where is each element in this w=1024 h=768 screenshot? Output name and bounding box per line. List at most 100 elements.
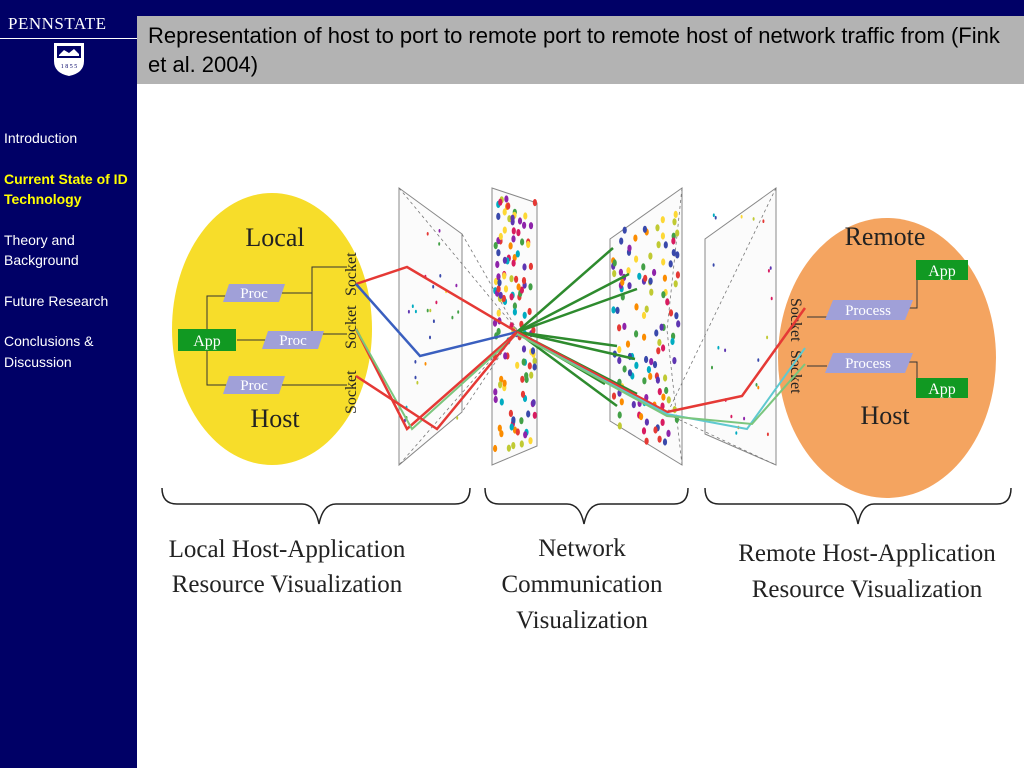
plane-dot: [532, 199, 537, 207]
remote-process-box-2: [825, 353, 913, 373]
nav-item-future-research[interactable]: Future Research: [4, 292, 109, 309]
plane-dot: [666, 396, 671, 404]
remote-socket-label-2: Socket: [787, 350, 804, 394]
plane-dot: [714, 215, 717, 220]
plane-dot: [622, 365, 627, 373]
plane-dot: [528, 283, 533, 291]
slide-content: Local Host App Proc Proc Proc Socket Soc…: [137, 84, 1024, 768]
plane-dot: [641, 311, 647, 319]
plane-dot: [622, 226, 627, 234]
sidebar: PENNSTATE 1 8 5 5 Introduction Current S…: [0, 0, 137, 768]
plane-dot: [649, 358, 654, 366]
plane-dot: [661, 344, 666, 352]
plane-dot: [676, 320, 681, 328]
nav-item-introduction[interactable]: Introduction: [4, 130, 78, 146]
plane-dot: [497, 279, 502, 287]
local-proc-label-1: Proc: [240, 286, 268, 302]
plane-dot: [456, 416, 459, 420]
plane-dot: [519, 286, 524, 294]
plane-dot: [735, 431, 738, 435]
plane-dot: [531, 399, 536, 407]
slide-header: Representation of host to port to remote…: [137, 16, 1024, 84]
plane-dot: [617, 411, 622, 419]
plane-dot: [617, 324, 622, 332]
plane-dot: [674, 312, 679, 320]
plane-dot: [661, 258, 666, 266]
plane-dot: [429, 308, 432, 313]
plane-dot: [504, 195, 509, 203]
plane-dot: [515, 361, 520, 369]
plane-dot: [666, 429, 671, 437]
plane-dot: [625, 340, 631, 348]
plane-dot: [656, 241, 661, 249]
plane-dot: [519, 440, 524, 448]
plane-dot: [426, 232, 429, 236]
plane-dot: [493, 444, 498, 453]
slide-title: Representation of host to port to remote…: [148, 23, 1000, 77]
plane-dot: [514, 275, 519, 283]
plane-dot: [502, 272, 507, 280]
plane-dot: [675, 271, 681, 279]
connection-lines: [354, 247, 807, 432]
plane-dot: [509, 293, 514, 301]
plane-dot: [515, 250, 520, 258]
plane-dot: [671, 237, 676, 245]
plane-dot: [634, 361, 639, 369]
plane-dot: [631, 401, 636, 409]
plane-dot: [416, 380, 419, 385]
brace-right: [704, 487, 1012, 525]
plane-dot: [414, 360, 417, 364]
plane-dot: [497, 424, 502, 432]
plane-dot: [511, 442, 516, 450]
plane-dot: [655, 376, 661, 384]
plane-dot: [668, 260, 673, 268]
caption-left-line-2: Resource Visualization: [172, 571, 403, 598]
remote-app-box-1: [916, 260, 968, 280]
nav-item-conclusions[interactable]: Conclusions & Discussion: [4, 333, 94, 370]
plane-dot: [502, 379, 507, 387]
plane-dot: [524, 372, 529, 380]
local-proc-box-3: [223, 376, 285, 394]
plane-dot: [615, 306, 620, 314]
plane-dot: [634, 303, 639, 311]
nav-item-current-state[interactable]: Current State of ID Technology: [4, 170, 128, 208]
plane-dot: [438, 242, 441, 246]
plane-dot: [424, 362, 427, 366]
plane-dot: [673, 210, 678, 218]
plane-dot: [626, 267, 631, 275]
plane-dot: [528, 437, 533, 445]
remote-app-label-2: App: [928, 381, 956, 398]
plane-dot: [527, 307, 532, 316]
plane-dot: [506, 444, 511, 452]
plane-dot: [652, 268, 657, 277]
plane-dot: [407, 309, 410, 314]
caption-left-line-1: Local Host-Application: [169, 536, 406, 563]
plane-dot: [766, 335, 769, 340]
plane-dot: [501, 294, 506, 303]
plane-dot: [438, 229, 441, 233]
remote-port-plane: [704, 187, 777, 466]
plane-dot: [509, 275, 514, 283]
plane-dot: [639, 413, 644, 421]
plane-dot: [526, 410, 531, 418]
plane-dot: [665, 298, 670, 306]
plane-dot: [661, 291, 666, 299]
plane-dot: [522, 263, 527, 271]
plane-dot: [762, 219, 765, 223]
plane-dot: [502, 256, 507, 264]
nav-item-theory[interactable]: Theory and Background: [4, 231, 79, 269]
plane-dot: [622, 322, 627, 330]
plane-dot: [507, 215, 512, 223]
plane-dot: [527, 362, 532, 370]
local-proc-box-2: [262, 331, 324, 349]
plane-dot: [740, 214, 743, 219]
plane-dot: [522, 311, 527, 319]
plane-dot: [660, 418, 665, 426]
remote-process-label-2: Process: [845, 356, 891, 372]
plane-dot: [516, 283, 521, 291]
plane-dot: [663, 374, 668, 382]
plane-dot: [660, 216, 665, 224]
remote-app-label-1: App: [928, 263, 956, 280]
plane-dot: [492, 319, 498, 327]
plane-dot: [432, 284, 435, 289]
